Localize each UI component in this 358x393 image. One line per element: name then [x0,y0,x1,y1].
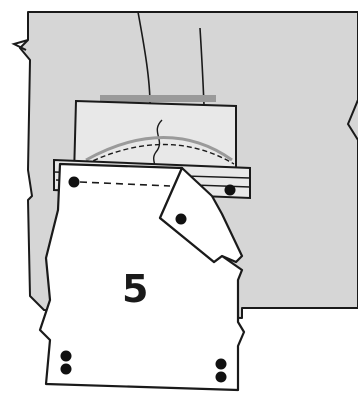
marker-dot-bottom-left-1 [60,350,72,362]
marker-dot-bottom-left-2 [60,363,72,375]
step-number: 5 [122,267,148,311]
dashed-fold-line [79,181,171,187]
folded-flap [158,166,244,264]
pocket-band [100,95,216,102]
garment-notch-right [346,99,358,141]
pocket-curve-gray [85,136,233,162]
marker-dot-flap [175,213,187,225]
pocket-curve-stitch [85,143,235,165]
marker-dot-welt-right [224,184,236,196]
marker-dot-bottom-right-1 [215,358,227,370]
garment-notch-left [11,39,29,51]
marker-dot-top-left [68,176,80,188]
marker-dot-bottom-right-2 [215,371,227,383]
